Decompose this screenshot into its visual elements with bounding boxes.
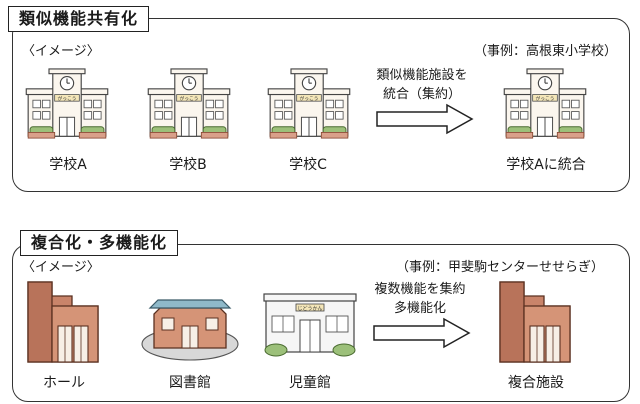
school-c-illustration: がっこう [267,68,351,139]
hall-illustration [27,281,99,363]
complex-facility-illustration [499,281,571,363]
section1-note: 〈イメージ〉 [22,44,100,59]
result-label-section1: 学校Aに統合 [506,157,586,173]
section2-arrow-label: 複数機能を集約 多機能化 [360,280,480,318]
school-sign-label: がっこう [180,95,199,102]
section2-arrow-line2: 多機能化 [393,301,446,316]
section1-arrow-icon [376,103,474,135]
building-label-library: 図書館 [169,375,211,391]
section1-arrow-label: 類似機能施設を 統合（集約） [362,66,482,104]
building-label-childrens-hall: 児童館 [289,375,331,391]
school-sign-label: がっこう [536,95,555,102]
building-label-school-b: 学校B [169,157,207,173]
building-label-school-c: 学校C [289,157,327,173]
school-sign-label: がっこう [58,95,77,102]
section2-arrow-icon [373,317,471,349]
section2-example: （事例：甲斐駒センターせせらぎ） [396,260,605,275]
school-a-illustration: がっこう [25,68,109,139]
section2-arrow-line1: 複数機能を集約 [374,282,466,297]
section1-arrow-line2: 統合（集約） [382,87,461,102]
section1-arrow-line1: 類似機能施設を [376,68,468,83]
section2-note: 〈イメージ〉 [22,260,100,275]
library-illustration [141,299,239,361]
result-label-section2: 複合施設 [508,375,564,391]
section2-title: 複合化・多機能化 [20,230,179,256]
school-result-illustration: がっこう [503,68,587,139]
building-label-school-a: 学校A [49,157,87,173]
kids-hall-sign-label: じどうかん [297,305,322,312]
school-sign-label: がっこう [300,95,319,102]
school-b-illustration: がっこう [147,68,231,139]
section1-example: （事例：高根東小学校） [474,44,618,59]
building-label-hall: ホール [43,375,85,391]
childrens-hall-illustration: じどうかん [263,293,357,357]
section1-title: 類似機能共有化 [8,6,150,32]
